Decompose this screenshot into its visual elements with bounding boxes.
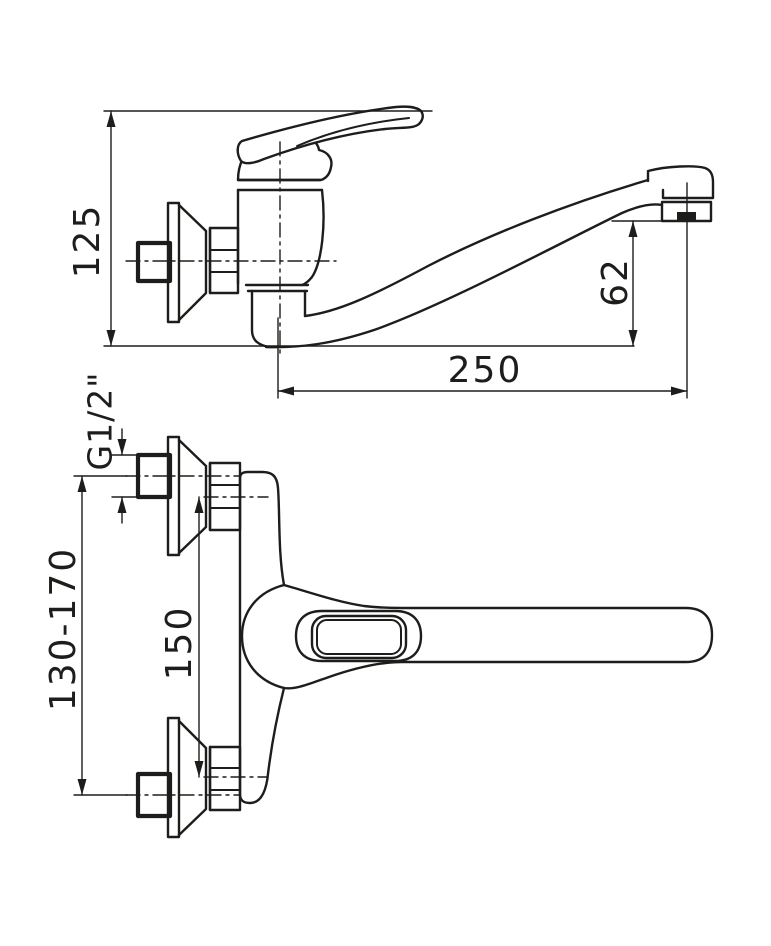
plan-body-slab <box>238 470 286 805</box>
dim-250 <box>277 182 688 399</box>
dim-label-spout-reach: 250 <box>447 350 523 391</box>
dim-150 <box>194 496 204 778</box>
dim-label-body-centers: 150 <box>159 605 200 681</box>
arrowhead <box>628 330 638 346</box>
plan-upper-rosette-cone <box>177 438 212 555</box>
side-spout <box>264 165 715 349</box>
side-lever-handle <box>236 105 424 165</box>
side-view <box>103 105 715 399</box>
dim-label-thread: G1/2" <box>80 371 120 471</box>
arrowhead <box>77 476 87 492</box>
arrowhead <box>194 497 204 513</box>
dim-label-wall-centers: 130-170 <box>43 546 84 712</box>
arrowhead <box>106 330 116 346</box>
arrowhead <box>278 386 294 396</box>
dim-125 <box>103 110 635 347</box>
plan-lower-nut <box>208 745 242 812</box>
dim-62 <box>611 220 663 347</box>
plan-cartridge-dome <box>240 583 286 690</box>
arrowhead <box>117 439 127 455</box>
side-lever-crease <box>296 117 410 147</box>
plan-upper-rosette <box>166 435 181 557</box>
dim-130-170 <box>73 475 128 796</box>
plan-lower-union <box>135 716 242 839</box>
side-centerlines <box>125 141 337 359</box>
arrowhead <box>117 497 127 513</box>
side-rosette-cone <box>177 203 212 322</box>
plan-centerlines <box>125 475 269 796</box>
side-view-faucet-outline <box>125 105 715 359</box>
plan-upper-union <box>135 435 242 557</box>
plan-body <box>238 470 714 805</box>
dim-g12 <box>111 428 141 524</box>
plan-lower-rosette-cone <box>177 719 212 837</box>
plan-lever-base <box>294 609 423 663</box>
plan-lever-window-inner <box>316 619 402 655</box>
arrowhead <box>77 779 87 795</box>
plan-lever-window-outer <box>310 614 408 660</box>
plan-lever-handle <box>282 583 714 690</box>
arrowhead <box>106 111 116 127</box>
plan-lower-rosette <box>166 716 181 839</box>
dim-label-total-height: 125 <box>67 203 108 279</box>
side-body <box>236 178 325 293</box>
side-rosette <box>166 201 181 324</box>
dim-label-spout-height: 62 <box>595 257 636 307</box>
arrowhead <box>671 386 687 396</box>
plan-view <box>73 428 714 839</box>
side-wall-pipe <box>135 240 173 284</box>
arrowhead <box>628 221 638 237</box>
arrowhead <box>194 761 204 777</box>
